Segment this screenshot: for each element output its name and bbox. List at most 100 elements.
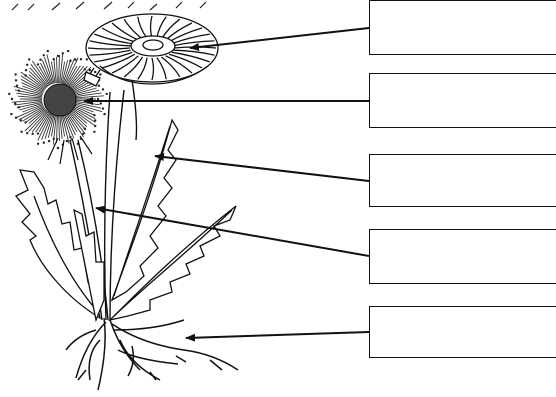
seed-tuft (99, 73, 102, 76)
seed-ray (73, 102, 103, 113)
seed-ray (18, 106, 45, 121)
seed-ray (18, 95, 43, 99)
arrow-flower (189, 27, 370, 51)
seed-ray (12, 99, 43, 103)
seed-ray (28, 110, 48, 133)
seed-ray (73, 89, 100, 97)
petal (101, 53, 136, 69)
seed-ray (20, 78, 45, 92)
label-box-seed-head[interactable] (369, 73, 556, 128)
seed-tuft (24, 121, 27, 124)
seed-tuft (31, 132, 34, 135)
seed-ray (64, 57, 79, 85)
leaves (15, 118, 237, 323)
seed-tuft (69, 59, 72, 63)
seed-tuft (69, 135, 72, 139)
seed-ray (22, 85, 44, 94)
pointer-arrows (83, 27, 370, 342)
seed-head-bracts (47, 135, 93, 165)
seed-ray (28, 108, 46, 124)
seed-ray (72, 105, 95, 116)
seed-ray (37, 113, 52, 141)
seed-tuft (65, 139, 69, 143)
seed-ray (47, 114, 55, 138)
seed-tuft (20, 130, 23, 133)
seed-ray (14, 100, 43, 106)
seed-ray (69, 66, 92, 89)
seed-tuft (61, 52, 64, 55)
label-box-root[interactable] (369, 306, 556, 358)
seed-ray (71, 106, 96, 120)
seed-ray (60, 61, 66, 84)
seed-tuft (42, 141, 45, 144)
seed-ray (25, 108, 46, 123)
seed-ray (63, 58, 75, 85)
seed-ray (22, 104, 44, 113)
seed-tuft (26, 132, 29, 135)
seed-tuft (42, 54, 45, 57)
arrow-stem (95, 205, 370, 257)
seed-tuft (101, 88, 105, 91)
seed-ray (56, 56, 58, 84)
seed-ray (53, 59, 57, 84)
seed-ray (68, 110, 87, 131)
seed-ray (58, 54, 60, 84)
seed-tuft (36, 132, 40, 135)
seed-ray (41, 113, 53, 140)
seed-ray (20, 75, 45, 91)
seed-tuft (88, 69, 92, 72)
seed-ray (70, 108, 96, 127)
seed-tuft (52, 137, 55, 140)
seed-tuft (83, 127, 87, 130)
seed-tuft (93, 114, 96, 117)
seed-ray (64, 113, 76, 136)
seed-tuft (46, 49, 49, 53)
seed-ray (62, 58, 72, 84)
arrow-root (185, 331, 370, 342)
seed-ray (41, 59, 53, 85)
seed-tuft (14, 73, 17, 76)
seed-tuft (94, 70, 97, 74)
seed-ray (59, 53, 64, 84)
petal (94, 51, 133, 63)
seed-ray (13, 85, 43, 96)
seed-ray (50, 61, 56, 84)
seed-ray (44, 114, 54, 140)
seed-ray (63, 113, 75, 139)
seed-tuft (47, 139, 51, 143)
label-box-flower[interactable] (369, 0, 556, 55)
seed-tuft (96, 97, 100, 101)
seed-ray (24, 109, 47, 132)
seed-tuft (14, 79, 18, 82)
seed-tuft (39, 58, 42, 61)
seed-tuft (97, 84, 101, 87)
seed-tuft (67, 49, 70, 53)
label-box-leaf[interactable] (369, 154, 556, 207)
seed-tuft (105, 92, 108, 96)
seed-tuft (94, 124, 97, 128)
seed-ray (66, 112, 85, 138)
seed-ray (35, 112, 50, 133)
petal (89, 40, 131, 47)
label-box-stem[interactable] (369, 229, 556, 284)
petal (101, 27, 135, 43)
seed-ray (38, 112, 51, 133)
seed-tuft (24, 69, 28, 72)
petal (87, 47, 131, 50)
seed-tuft (24, 74, 27, 77)
seed-ray (28, 74, 46, 90)
seed-ray (61, 60, 69, 84)
seed-ray (65, 65, 78, 86)
petal (173, 49, 215, 56)
flower-bud (83, 67, 101, 87)
petal (151, 57, 155, 81)
seed-ray (73, 92, 102, 98)
seed-ray (43, 57, 54, 84)
seed-tuft (26, 63, 29, 66)
seed-ray (38, 65, 51, 86)
seed-tuft (56, 54, 60, 58)
seed-tuft (14, 102, 17, 105)
seed-tuft (10, 97, 14, 101)
seed-tuft (36, 142, 40, 145)
petal (165, 55, 193, 74)
